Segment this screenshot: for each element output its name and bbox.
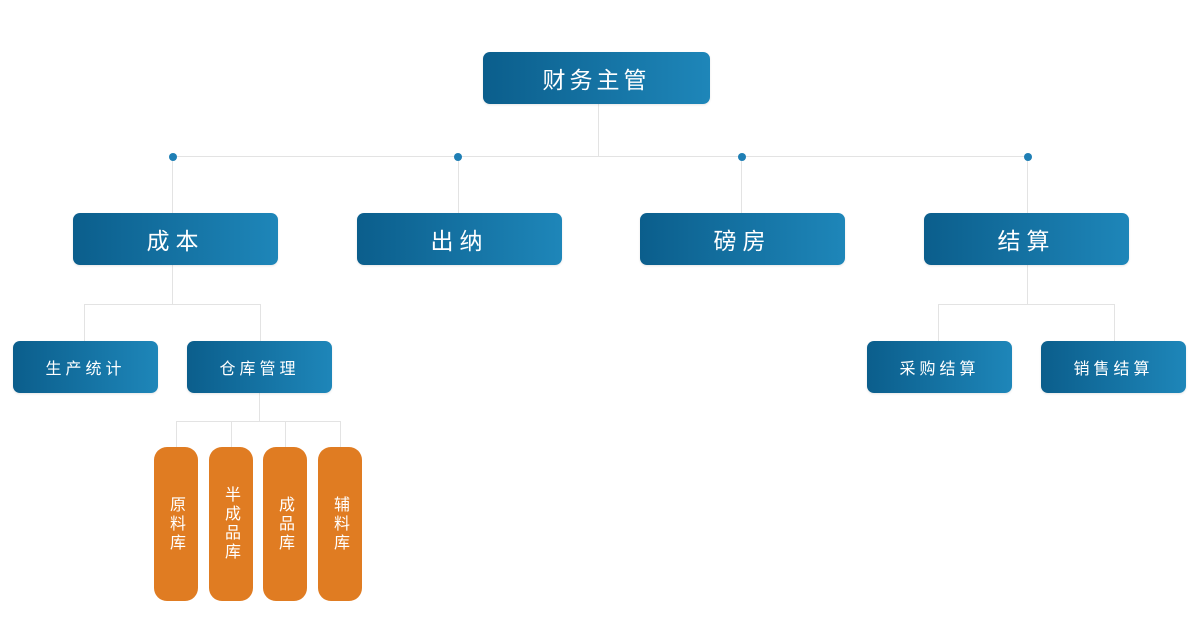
connector-dept-4 <box>1027 157 1028 213</box>
node-weighbridge: 磅房 <box>640 213 845 265</box>
node-finished-goods-store: 成品库 <box>263 447 307 601</box>
node-label: 成本 <box>146 229 205 255</box>
connector-settlement-down <box>1027 264 1028 304</box>
connector-cost-child-2 <box>260 304 261 341</box>
connector-dept-1 <box>172 157 173 213</box>
node-label: 结算 <box>997 229 1056 255</box>
node-sales-settlement: 销售结算 <box>1041 341 1186 393</box>
node-production-stats: 生产统计 <box>13 341 158 393</box>
node-warehouse-management: 仓库管理 <box>187 341 332 393</box>
node-label: 销售结算 <box>1073 359 1154 378</box>
node-cost: 成本 <box>73 213 278 265</box>
node-auxiliary-material-store: 辅料库 <box>318 447 362 601</box>
connector-settlement-child-2 <box>1114 304 1115 341</box>
junction-dot <box>454 153 462 161</box>
node-label: 仓库管理 <box>219 359 300 378</box>
node-purchase-settlement: 采购结算 <box>867 341 1012 393</box>
node-label: 采购结算 <box>899 359 980 378</box>
connector-warehouse-child-1 <box>176 421 177 447</box>
connector-root-down <box>598 103 599 157</box>
node-label: 辅料库 <box>331 495 350 553</box>
node-label: 生产统计 <box>45 359 126 378</box>
junction-dot <box>1024 153 1032 161</box>
node-label: 出纳 <box>430 229 489 255</box>
connector-cost-down <box>172 264 173 304</box>
connector-warehouse-child-3 <box>285 421 286 447</box>
connector-warehouse-child-2 <box>231 421 232 447</box>
node-label: 半成品库 <box>222 486 241 562</box>
node-label: 原料库 <box>167 495 186 553</box>
connector-department-bus <box>173 156 1028 157</box>
node-cashier: 出纳 <box>357 213 562 265</box>
connector-cost-child-1 <box>84 304 85 341</box>
connector-settlement-bus <box>938 304 1115 305</box>
junction-dot <box>738 153 746 161</box>
connector-dept-2 <box>458 157 459 213</box>
node-label: 财务主管 <box>542 68 651 94</box>
node-label: 成品库 <box>276 495 295 553</box>
node-semi-finished-store: 半成品库 <box>209 447 253 601</box>
connector-cost-bus <box>84 304 261 305</box>
node-raw-material-store: 原料库 <box>154 447 198 601</box>
junction-dot <box>169 153 177 161</box>
connector-dept-3 <box>741 157 742 213</box>
node-settlement: 结算 <box>924 213 1129 265</box>
connector-settlement-child-1 <box>938 304 939 341</box>
node-label: 磅房 <box>713 229 772 255</box>
connector-warehouse-child-4 <box>340 421 341 447</box>
connector-warehouse-down <box>259 392 260 421</box>
node-finance-supervisor: 财务主管 <box>483 52 710 104</box>
connector-warehouse-bus <box>176 421 341 422</box>
